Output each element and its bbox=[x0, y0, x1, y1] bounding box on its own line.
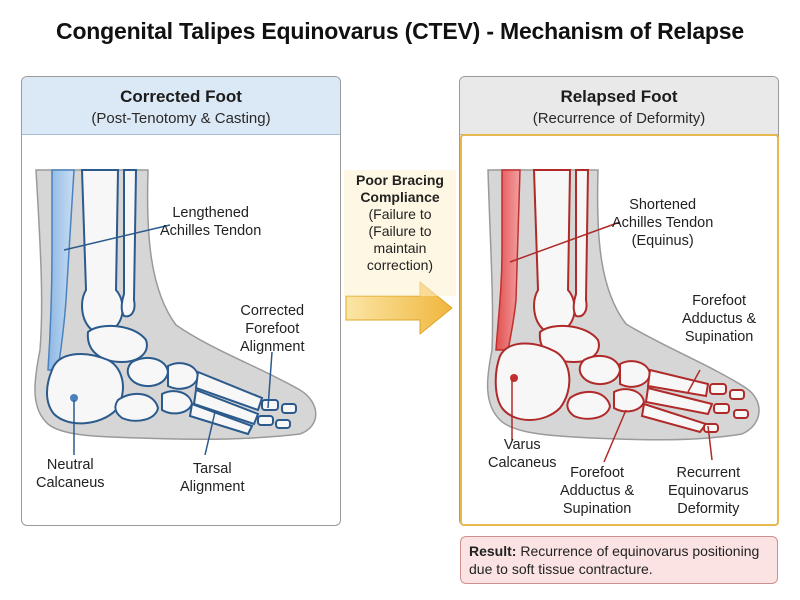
calcaneus-bone-neutral bbox=[46, 353, 124, 425]
label-line: Lengthened bbox=[172, 205, 249, 221]
lengthened-achilles-tendon-label: Lengthened Achilles Tendon bbox=[160, 204, 261, 240]
result-text: Recurrence of equinovarus positioning du… bbox=[469, 543, 760, 577]
talus-bone bbox=[86, 324, 148, 364]
tibia-bone bbox=[80, 169, 124, 331]
label-line: Achilles Tendon bbox=[612, 215, 714, 231]
forefoot-adductus-lower-label: Forefoot Adductus & Supination bbox=[560, 464, 634, 518]
corrected-foot-heading: Corrected Foot bbox=[120, 87, 242, 106]
varus-calcaneus-label: Varus Calcaneus bbox=[488, 436, 557, 472]
relapsed-cuneiform-bones bbox=[613, 360, 652, 413]
shortened-achilles-tendon-label: Shortened Achilles Tendon (Equinus) bbox=[612, 196, 713, 250]
label-line: Alignment bbox=[240, 339, 305, 355]
corrected-foot-subheading: (Post-Tenotomy & Casting) bbox=[91, 110, 271, 127]
label-line: Alignment bbox=[180, 479, 245, 495]
relapsed-tibia-bone bbox=[532, 169, 576, 331]
achilles-tendon-shortened bbox=[495, 169, 521, 351]
poor-bracing-compliance-label: Poor Bracing Compliance (Failure to (Fai… bbox=[344, 172, 456, 274]
relapsed-foot-subheading: (Recurrence of Deformity) bbox=[532, 110, 706, 127]
label-line: Varus bbox=[503, 437, 541, 453]
label-line: Deformity bbox=[677, 501, 740, 517]
relapsed-fibula-bone bbox=[572, 169, 590, 318]
label-line: Forefoot bbox=[245, 321, 300, 337]
arrow-heading-line: Compliance bbox=[360, 189, 440, 205]
forefoot-adductus-upper-label: Forefoot Adductus & Supination bbox=[682, 292, 756, 346]
label-line: Forefoot bbox=[570, 465, 625, 481]
label-line: Adductus & bbox=[560, 483, 635, 499]
label-line: Supination bbox=[562, 501, 632, 517]
arrow-body-line: (Failure to bbox=[368, 223, 432, 239]
arrow-body-line: correction) bbox=[366, 257, 434, 273]
label-line: Forefoot bbox=[692, 293, 747, 309]
label-line: Achilles Tendon bbox=[160, 223, 262, 239]
recurrent-equinovarus-deformity-label: Recurrent Equinovarus Deformity bbox=[668, 464, 749, 518]
calcaneus-marker bbox=[70, 394, 78, 402]
relapsed-foot-drawing bbox=[486, 169, 760, 463]
result-label: Result: bbox=[469, 543, 517, 559]
label-line: Neutral bbox=[46, 457, 94, 473]
corrected-foot-header: Corrected Foot (Post-Tenotomy & Casting) bbox=[22, 77, 340, 135]
label-line: Calcaneus bbox=[488, 455, 557, 471]
navicular-bone bbox=[126, 356, 170, 388]
achilles-tendon-lengthened bbox=[47, 169, 75, 371]
relapsed-navicular-bone bbox=[578, 354, 622, 386]
relapsed-metatarsal-bones bbox=[640, 368, 714, 434]
label-line: Supination bbox=[684, 329, 754, 345]
result-box: Result: Recurrence of equinovarus positi… bbox=[460, 536, 778, 584]
varus-calcaneus-marker bbox=[510, 374, 518, 382]
label-line: Recurrent bbox=[676, 465, 741, 481]
arrow-body-line: (Failure to bbox=[368, 206, 432, 222]
tarsal-alignment-label: Tarsal Alignment bbox=[180, 460, 244, 496]
arrow-body-line: maintain bbox=[373, 240, 427, 256]
arrow-heading-line: Poor Bracing bbox=[356, 172, 444, 188]
relapsed-foot-heading: Relapsed Foot bbox=[560, 87, 678, 106]
label-line: Calcaneus bbox=[36, 475, 105, 491]
metatarsal-bones bbox=[188, 370, 264, 436]
neutral-calcaneus-label: Neutral Calcaneus bbox=[36, 456, 105, 492]
label-line: Tarsal bbox=[192, 461, 232, 477]
label-line: Shortened bbox=[629, 197, 697, 213]
phalanx-bones bbox=[257, 399, 297, 429]
corrected-forefoot-alignment-label: Corrected Forefoot Alignment bbox=[240, 302, 304, 356]
label-line: Corrected bbox=[240, 303, 305, 319]
label-line: (Equinus) bbox=[631, 233, 694, 249]
relapsed-cuboid-bone bbox=[566, 390, 612, 420]
corrected-foot-drawing bbox=[34, 169, 317, 456]
calcaneus-bone-varus bbox=[494, 342, 571, 421]
corrected-foot-panel: Corrected Foot (Post-Tenotomy & Casting) bbox=[21, 76, 341, 526]
label-line: Equinovarus bbox=[668, 483, 749, 499]
fibula-bone bbox=[120, 169, 138, 318]
relapsed-foot-header: Relapsed Foot (Recurrence of Deformity) bbox=[460, 77, 778, 135]
corrected-leader-lines bbox=[63, 224, 273, 456]
cuboid-bone bbox=[114, 392, 160, 422]
label-line: Adductus & bbox=[682, 311, 757, 327]
relapsed-leader-lines bbox=[509, 221, 713, 463]
page-title: Congenital Talipes Equinovarus (CTEV) - … bbox=[56, 18, 744, 44]
relapsed-phalanx-bones bbox=[703, 383, 749, 433]
relapsed-highlight-frame bbox=[460, 134, 779, 526]
transition-arrow-glow bbox=[344, 170, 456, 296]
